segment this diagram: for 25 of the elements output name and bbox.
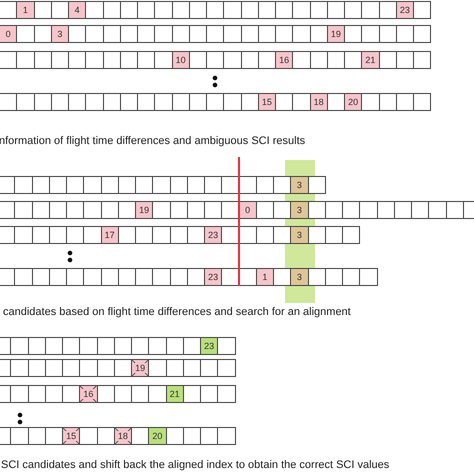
index-cell: 16 xyxy=(275,51,294,69)
index-cell: 21 xyxy=(361,51,380,69)
index-cell: 20 xyxy=(344,93,362,111)
index-cell: 23 xyxy=(200,337,218,355)
caption-text: candidates based on flight time differences and search for an alignment xyxy=(3,306,351,318)
index-cell: 21 xyxy=(166,385,184,403)
caption-text: nformation of flight time differences and ambiguous SCI results xyxy=(0,135,306,147)
index-cell: 20 xyxy=(148,427,166,445)
index-cell: 23 xyxy=(204,268,222,286)
index-cell: 17 xyxy=(100,226,119,244)
index-cell: 3 xyxy=(290,176,308,194)
index-cell: 19 xyxy=(135,201,154,219)
index-cell: 4 xyxy=(68,1,86,19)
caption-text: SCI candidates and shift back the aligned index to obtain the correct SCI values xyxy=(1,459,390,471)
index-cell: 3 xyxy=(290,268,308,286)
crossed-index-cell: 19 xyxy=(131,359,150,377)
index-cell: 3 xyxy=(290,201,308,219)
index-cell: 23 xyxy=(204,226,222,244)
crossed-index-cell: 16 xyxy=(79,385,98,403)
index-cell: 1 xyxy=(16,1,34,19)
index-cell: 3 xyxy=(290,226,308,244)
index-cell: 0 xyxy=(0,25,18,43)
crossed-index-cell: 15 xyxy=(62,427,80,445)
index-cell: 18 xyxy=(310,93,328,111)
index-cell: 10 xyxy=(172,51,190,69)
